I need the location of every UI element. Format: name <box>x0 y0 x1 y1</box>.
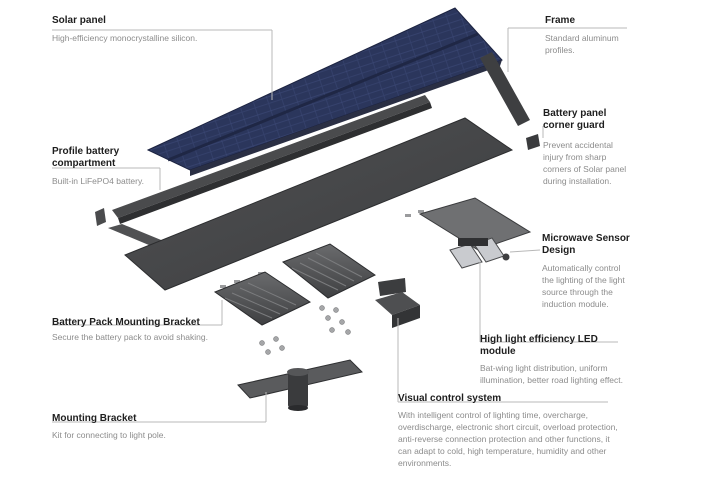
frame-desc: Standard aluminum profiles. <box>545 33 619 55</box>
control-box-part <box>375 278 420 328</box>
callout-visual-control: Visual control system With intelligent c… <box>398 393 618 469</box>
led-module-part <box>418 197 532 269</box>
callout-battery-bracket: Battery Pack Mounting Bracket Secure the… <box>52 317 232 343</box>
solar-panel-part <box>146 7 503 176</box>
frame-rail-part <box>112 52 530 224</box>
microwave-sensor-title: Microwave Sensor Design <box>542 233 630 256</box>
callout-mounting-bracket: Mounting Bracket Kit for connecting to l… <box>52 413 252 441</box>
battery-bracket-title: Battery Pack Mounting Bracket <box>52 317 200 328</box>
led-module-desc: Bat-wing light distribution, uniform ill… <box>480 363 624 385</box>
corner-guard-title: Battery panel corner guard <box>543 108 607 131</box>
callout-corner-guard: Battery panel corner guard Prevent accid… <box>543 108 635 187</box>
microwave-sensor-desc: Automatically control the lighting of th… <box>542 263 625 309</box>
corner-guard-part <box>526 134 540 150</box>
led-module-title: High light efficiency LED module <box>480 334 598 357</box>
frame-title: Frame <box>545 15 576 26</box>
battery-bracket-desc: Secure the battery pack to avoid shaking… <box>52 332 208 342</box>
battery-compartment-desc: Built-in LiFePO4 battery. <box>52 176 144 186</box>
callout-battery-compartment: Profile battery compartment Built-in LiF… <box>52 146 172 187</box>
callout-solar-panel: Solar panel High-efficiency monocrystall… <box>52 15 272 44</box>
callout-frame: Frame Standard aluminum profiles. <box>545 15 635 56</box>
battery-pack-left <box>213 271 312 326</box>
leader-lines <box>52 27 627 423</box>
battery-plate-part <box>124 117 514 291</box>
battery-compartment-title: Profile battery compartment <box>52 146 120 169</box>
callout-microwave-sensor: Microwave Sensor Design Automatically co… <box>542 233 634 310</box>
solar-panel-desc: High-efficiency monocrystalline silicon. <box>52 33 198 43</box>
mounting-bracket-desc: Kit for connecting to light pole. <box>52 430 166 440</box>
visual-control-title: Visual control system <box>398 393 502 404</box>
visual-control-desc: With intelligent control of lighting tim… <box>398 410 618 468</box>
mounting-bracket-part <box>237 359 363 411</box>
corner-guard-desc: Prevent accidental injury from sharp cor… <box>543 140 627 186</box>
bolts <box>259 305 351 355</box>
mounting-bracket-title: Mounting Bracket <box>52 413 137 424</box>
solar-panel-title: Solar panel <box>52 15 106 26</box>
callout-led-module: High light efficiency LED module Bat-win… <box>480 334 630 386</box>
battery-pack-right <box>282 243 376 299</box>
